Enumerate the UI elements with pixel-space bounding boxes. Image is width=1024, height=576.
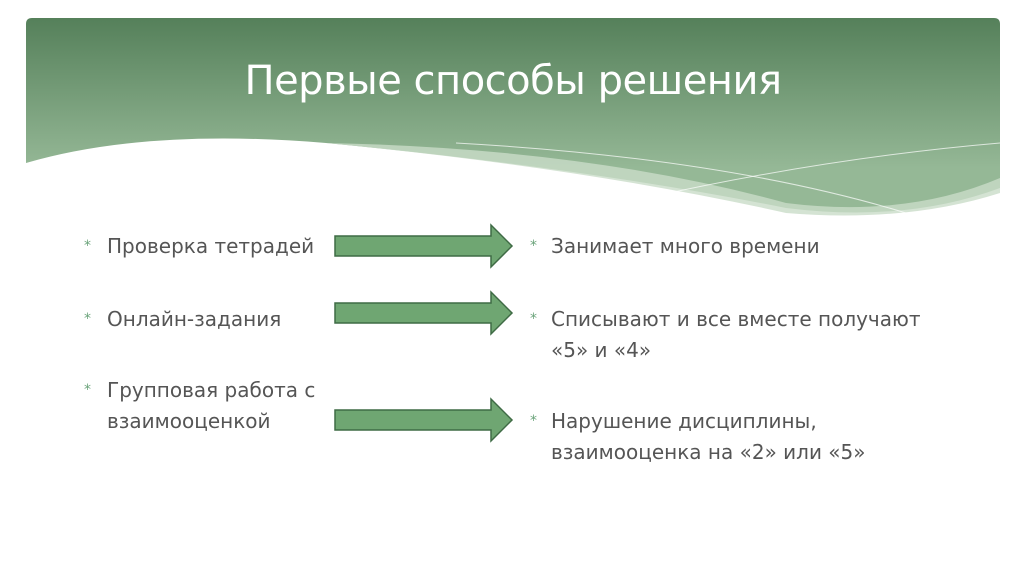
- bullet-icon: *: [84, 382, 91, 398]
- bullet-icon: *: [84, 238, 91, 254]
- left-item-2: Онлайн-задания: [107, 307, 282, 331]
- header-banner: [26, 18, 1000, 218]
- left-item-3: Групповая работа с взаимооценкой: [107, 378, 316, 433]
- right-arrow-icon: [334, 290, 514, 336]
- right-arrow-icon: [334, 223, 514, 269]
- bullet-icon: *: [84, 311, 91, 327]
- slide-title: Первые способы решения: [244, 58, 782, 104]
- right-item-3: Нарушение дисциплины, взаимооценка на «2…: [551, 409, 866, 464]
- left-item-1: Проверка тетрадей: [107, 234, 315, 258]
- bullet-icon: *: [530, 413, 537, 429]
- bullet-icon: *: [530, 238, 537, 254]
- right-arrow-icon: [334, 397, 514, 443]
- right-item-1: Занимает много времени: [551, 234, 820, 258]
- right-item-2: Списывают и все вместе получают «5» и «4…: [551, 307, 921, 362]
- bullet-icon: *: [530, 311, 537, 327]
